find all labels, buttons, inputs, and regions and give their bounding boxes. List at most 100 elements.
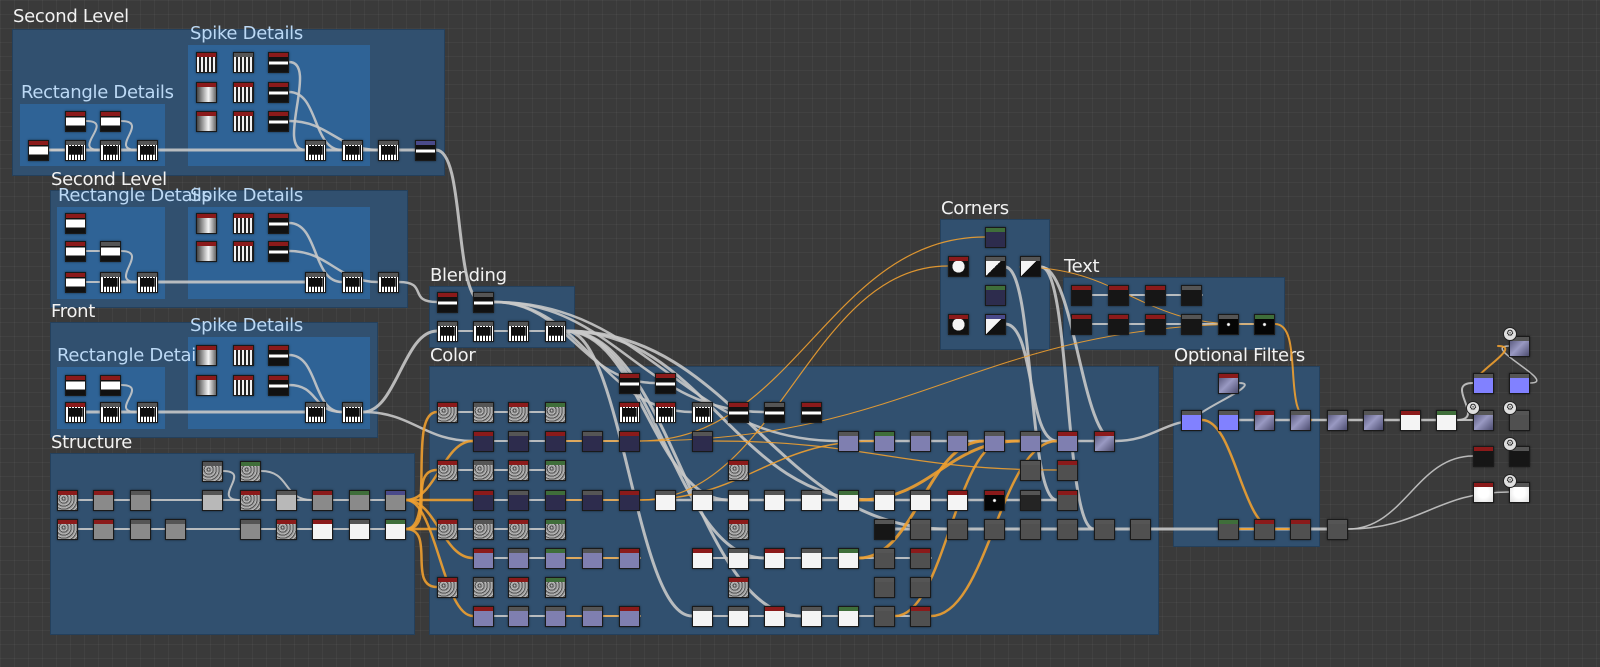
graph-node[interactable] (196, 111, 217, 132)
graph-node[interactable] (1509, 446, 1530, 467)
graph-node[interactable] (985, 285, 1006, 306)
graph-node[interactable] (342, 140, 363, 161)
graph-node[interactable] (57, 519, 78, 540)
graph-node[interactable] (508, 519, 529, 540)
graph-node[interactable] (1473, 410, 1494, 431)
graph-node[interactable] (473, 402, 494, 423)
graph-node[interactable] (1509, 336, 1530, 357)
graph-node[interactable] (100, 111, 121, 132)
graph-node[interactable] (1094, 431, 1115, 452)
graph-node[interactable] (268, 111, 289, 132)
graph-node[interactable] (984, 519, 1005, 540)
graph-node[interactable] (137, 272, 158, 293)
graph-node[interactable] (619, 373, 640, 394)
graph-node[interactable] (93, 490, 114, 511)
graph-node[interactable] (874, 577, 895, 598)
graph-node[interactable] (1290, 410, 1311, 431)
graph-node[interactable] (196, 52, 217, 73)
graph-node[interactable] (1108, 314, 1129, 335)
graph-node[interactable] (874, 548, 895, 569)
graph-node[interactable] (508, 548, 529, 569)
graph-node[interactable] (838, 606, 859, 627)
output-node-icon[interactable]: ⚙ (1503, 401, 1517, 415)
graph-node[interactable] (268, 375, 289, 396)
graph-node[interactable] (838, 431, 859, 452)
graph-node[interactable] (874, 490, 895, 511)
graph-node[interactable] (1290, 519, 1311, 540)
graph-node[interactable] (1145, 314, 1166, 335)
graph-node[interactable] (202, 490, 223, 511)
graph-node[interactable] (619, 431, 640, 452)
graph-node[interactable] (1473, 373, 1494, 394)
graph-node[interactable] (728, 548, 749, 569)
graph-node[interactable] (1327, 410, 1348, 431)
color-output-icon[interactable]: ⚙ (1466, 401, 1480, 415)
graph-node[interactable] (276, 490, 297, 511)
graph-node[interactable] (100, 272, 121, 293)
graph-node[interactable] (305, 272, 326, 293)
graph-node[interactable] (342, 272, 363, 293)
graph-node[interactable] (196, 82, 217, 103)
graph-node[interactable] (268, 82, 289, 103)
graph-node[interactable] (1509, 482, 1530, 503)
graph-node[interactable] (984, 490, 1005, 511)
graph-node[interactable] (838, 548, 859, 569)
graph-node[interactable] (728, 490, 749, 511)
graph-node[interactable] (1020, 490, 1041, 511)
graph-node[interactable] (692, 490, 713, 511)
graph-node[interactable] (582, 606, 603, 627)
graph-node[interactable] (508, 460, 529, 481)
graph-node[interactable] (1020, 460, 1041, 481)
graph-node[interactable] (985, 256, 1006, 277)
graph-node[interactable] (233, 345, 254, 366)
graph-node[interactable] (508, 431, 529, 452)
output-node-icon[interactable]: ⚙ (1503, 327, 1517, 341)
graph-node[interactable] (233, 52, 254, 73)
graph-node[interactable] (1057, 519, 1078, 540)
graph-node[interactable] (1181, 314, 1202, 335)
graph-node[interactable] (473, 292, 494, 313)
graph-node[interactable] (1057, 490, 1078, 511)
graph-node[interactable] (1436, 410, 1457, 431)
graph-node[interactable] (233, 82, 254, 103)
graph-node[interactable] (349, 490, 370, 511)
graph-node[interactable] (655, 373, 676, 394)
graph-node[interactable] (508, 606, 529, 627)
graph-node[interactable] (947, 490, 968, 511)
graph-node[interactable] (137, 402, 158, 423)
graph-node[interactable] (947, 431, 968, 452)
graph-node[interactable] (984, 431, 1005, 452)
graph-node[interactable] (437, 292, 458, 313)
graph-node[interactable] (764, 548, 785, 569)
graph-node[interactable] (415, 140, 436, 161)
graph-node[interactable] (233, 375, 254, 396)
graph-node[interactable] (437, 321, 458, 342)
graph-node[interactable] (545, 577, 566, 598)
graph-node[interactable] (801, 402, 822, 423)
graph-node[interactable] (57, 490, 78, 511)
graph-node[interactable] (378, 272, 399, 293)
graph-node[interactable] (764, 402, 785, 423)
graph-node[interactable] (545, 402, 566, 423)
graph-node[interactable] (508, 321, 529, 342)
graph-node[interactable] (582, 431, 603, 452)
graph-node[interactable] (1020, 519, 1041, 540)
graph-node[interactable] (728, 460, 749, 481)
graph-node[interactable] (233, 111, 254, 132)
graph-node[interactable] (764, 490, 785, 511)
graph-node[interactable] (202, 461, 223, 482)
graph-node[interactable] (473, 519, 494, 540)
graph-node[interactable] (1254, 410, 1275, 431)
graph-node[interactable] (728, 519, 749, 540)
graph-node[interactable] (473, 460, 494, 481)
graph-node[interactable] (1218, 519, 1239, 540)
graph-node[interactable] (801, 606, 822, 627)
graph-node[interactable] (65, 402, 86, 423)
graph-node[interactable] (1181, 285, 1202, 306)
graph-node[interactable] (545, 431, 566, 452)
graph-node[interactable] (100, 140, 121, 161)
graph-node[interactable] (545, 490, 566, 511)
graph-node[interactable] (1363, 410, 1384, 431)
graph-node[interactable] (1218, 410, 1239, 431)
graph-node[interactable] (764, 606, 785, 627)
